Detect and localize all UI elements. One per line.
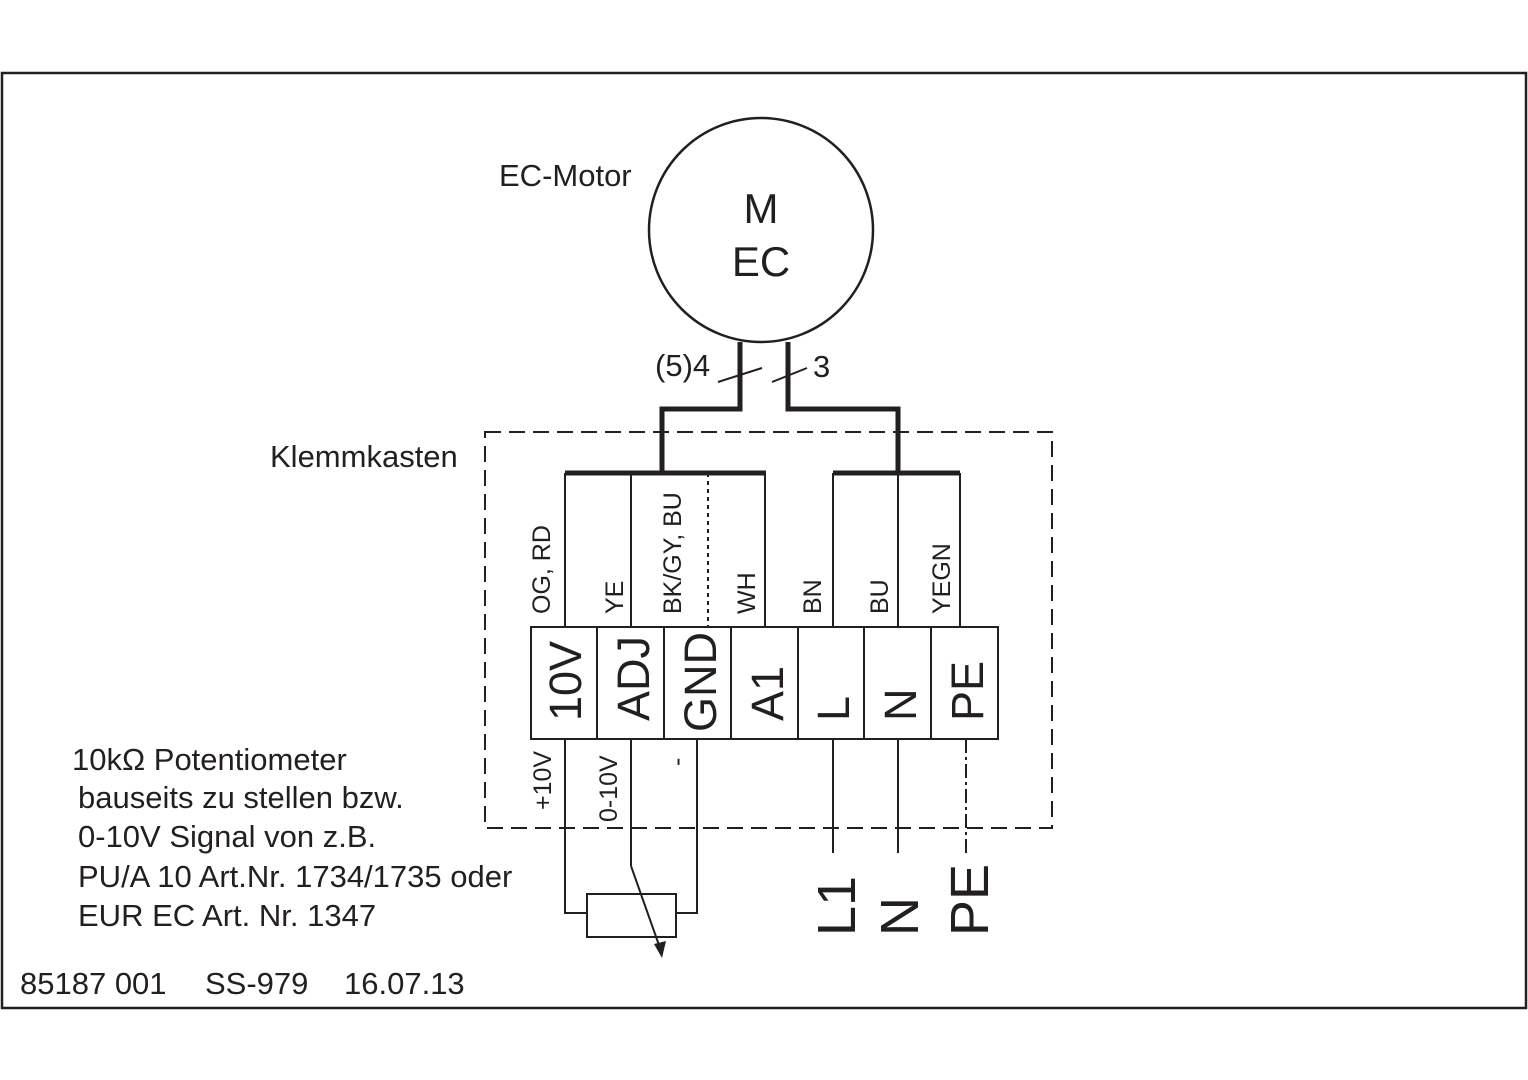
- cable-count-left: (5)4: [655, 348, 710, 383]
- wire-color-yegn: YEGN: [928, 543, 956, 614]
- motor-symbol-ec: EC: [732, 238, 790, 285]
- terminal-10v: 10V: [540, 641, 591, 721]
- potentiometer-wiper: [630, 865, 661, 949]
- cable-count-ticks: [717, 367, 808, 383]
- wire-color-og-rd: OG, RD: [528, 525, 556, 614]
- output-plus-10v: +10V: [529, 751, 557, 810]
- footer-ref: SS-979: [205, 966, 308, 1001]
- cable-count-right: 3: [813, 349, 830, 384]
- potentiometer-wiper-arrow: [654, 941, 666, 958]
- output-0-10v: 0-10V: [595, 755, 623, 822]
- wire-color-wh: WH: [733, 572, 761, 614]
- mains-pe: PE: [940, 864, 1000, 936]
- wire-color-bn: BN: [799, 579, 827, 614]
- motor-caption: EC-Motor: [499, 158, 632, 193]
- terminal-adj: ADJ: [608, 636, 659, 721]
- terminal-n: N: [875, 689, 926, 722]
- note-line-3: 0-10V Signal von z.B.: [78, 819, 376, 854]
- terminal-gnd: GND: [675, 632, 726, 732]
- footer-doc-number: 85187 001: [20, 966, 167, 1001]
- terminal-a1: A1: [742, 666, 793, 721]
- note-line-1: 10kΩ Potentiometer: [72, 742, 347, 777]
- terminal-l: L: [808, 696, 859, 721]
- note-line-2: bauseits zu stellen bzw.: [78, 780, 404, 815]
- mains-wires: [832, 739, 899, 853]
- wire-color-bk-gy-bu: BK/GY, BU: [659, 492, 687, 614]
- footer-date: 16.07.13: [344, 966, 465, 1001]
- terminal-box-outline: [484, 431, 1053, 829]
- terminal-box-caption: Klemmkasten: [270, 439, 458, 474]
- output-minus: -: [663, 758, 691, 766]
- internal-wires: [564, 473, 961, 627]
- note-line-5: EUR EC Art. Nr. 1347: [78, 898, 376, 933]
- wire-color-ye: YE: [601, 581, 629, 614]
- potentiometer: [586, 893, 677, 938]
- terminal-pe: PE: [942, 661, 993, 721]
- terminal-block: [530, 626, 999, 740]
- mains-l1: L1: [807, 876, 867, 936]
- control-wires: [564, 739, 698, 914]
- outer-frame: [0, 71, 1528, 1010]
- motor-circle: [647, 116, 875, 344]
- mains-n: N: [870, 897, 930, 936]
- note-line-4: PU/A 10 Art.Nr. 1734/1735 oder: [78, 859, 512, 894]
- motor-cables: [565, 342, 960, 476]
- wire-color-bu: BU: [866, 579, 894, 614]
- motor-symbol-m: M: [744, 185, 779, 232]
